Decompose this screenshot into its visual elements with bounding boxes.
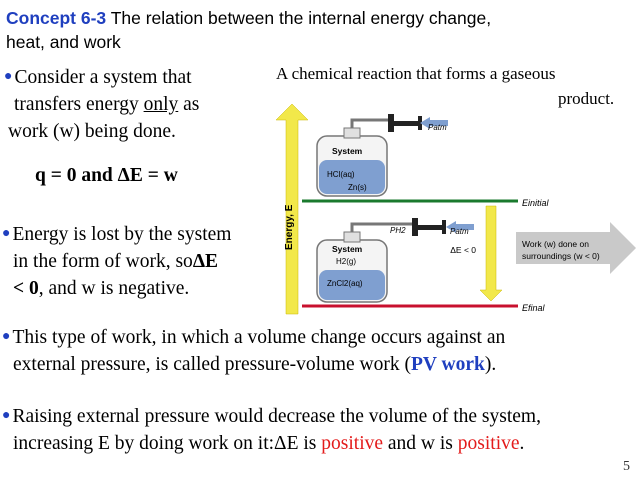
top-content1: HCl(aq) (327, 170, 355, 179)
pv-work-term: PV work (410, 354, 485, 375)
bullet-dot: ● (2, 408, 11, 423)
bullet2-line2: in the form of work, soΔE (13, 251, 219, 272)
bottom-gas-label: H2(g) (336, 257, 356, 266)
page-number: 5 (623, 459, 630, 474)
bullet1-line3: work (w) being done. (8, 121, 176, 142)
bullet1-line2: transfers energy only as (14, 94, 200, 115)
bullet3-line1: This type of work, in which a volume cha… (12, 327, 506, 348)
e-final-label: Efinal (522, 303, 546, 313)
positive-w: positive (457, 433, 520, 454)
figure-caption-line1: A chemical reaction that forms a gaseous (276, 64, 556, 83)
top-vessel: Patm System HCl(aq) Zn(s) (316, 114, 448, 197)
bullet3: ●This type of work, in which a volume ch… (2, 323, 505, 378)
bullet1-line1: Consider a system that (14, 67, 192, 88)
work-text-line1: Work (w) done on (522, 239, 589, 249)
bullet2: ●Energy is lost by the system in the for… (2, 220, 231, 302)
bullet2-line1: Energy is lost by the system (12, 224, 232, 245)
bullet1: ●Consider a system that transfers energy… (4, 63, 199, 145)
underlined-only: only (143, 94, 179, 115)
bullet2-line3: < 0, and w is negative. (13, 278, 190, 299)
top-patm-label: Patm (428, 123, 447, 132)
bottom-content-label: ZnCl2(aq) (327, 279, 363, 288)
energy-axis-arrow (275, 103, 309, 315)
e-initial-label: Einitial (522, 198, 550, 208)
top-content2: Zn(s) (348, 183, 367, 192)
bullet3-line2: external pressure, is called pressure-vo… (13, 354, 497, 375)
bottom-vessel: Patm PH2 System H2(g) ZnCl2(aq) (316, 218, 474, 303)
positive-delta-e: positive (321, 433, 384, 454)
bottom-patm-label: Patm (450, 227, 469, 236)
bullet-dot: ● (2, 329, 11, 344)
bullet4-line2: increasing E by doing work on it:ΔE is p… (13, 433, 525, 454)
top-system-label: System (332, 146, 363, 156)
bullet4-line1: Raising external pressure would decrease… (12, 406, 541, 427)
bullet4: ●Raising external pressure would decreas… (2, 402, 541, 457)
title-line2: heat, and work (6, 32, 121, 52)
bullet-dot: ● (4, 69, 13, 84)
work-arrow (516, 222, 636, 274)
delta-e-arrow (479, 205, 503, 302)
delta-e-label: ΔE < 0 (450, 245, 476, 255)
concept-label: Concept 6-3 (6, 8, 107, 28)
title-line1: The relation between the internal energy… (110, 8, 492, 28)
bottom-system-label: System (332, 244, 363, 254)
figure-caption-line2: product. (558, 89, 615, 108)
bullet-dot: ● (2, 226, 11, 241)
bottom-ph2-label: PH2 (390, 226, 406, 235)
work-text-line2: surroundings (w < 0) (522, 251, 600, 261)
equation: q = 0 and ΔE = w (35, 165, 178, 186)
slide-title: Concept 6-3 The relation between the int… (6, 6, 491, 54)
energy-diagram: Energy, E Einitial Efinal ΔE < 0 Work (w… (275, 103, 636, 315)
energy-axis-label: Energy, E (284, 204, 295, 250)
